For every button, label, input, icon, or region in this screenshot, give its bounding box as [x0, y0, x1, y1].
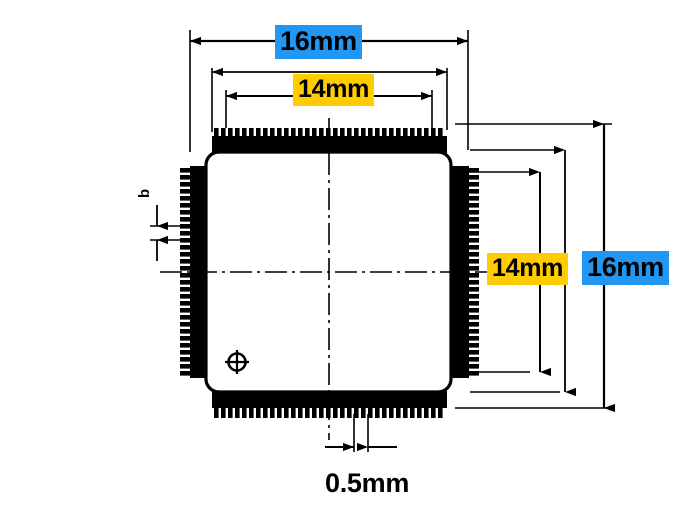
- extension-lines-bottom: [353, 414, 369, 452]
- dimension-label-width-outer: 16mm: [275, 25, 362, 59]
- dimension-label-pin-width: b: [136, 189, 153, 198]
- lead-teeth-right: [469, 168, 479, 376]
- lead-teeth-top: [214, 128, 443, 138]
- pin1-marker-icon: [225, 350, 249, 374]
- centerlines: [160, 118, 500, 440]
- dimension-label-height-outer: 16mm: [582, 251, 669, 285]
- lead-teeth-left: [180, 168, 190, 376]
- dimension-label-width-inner: 14mm: [293, 74, 375, 106]
- dimension-label-height-inner: 14mm: [487, 253, 569, 285]
- dimension-label-pitch: 0.5mm: [325, 468, 410, 498]
